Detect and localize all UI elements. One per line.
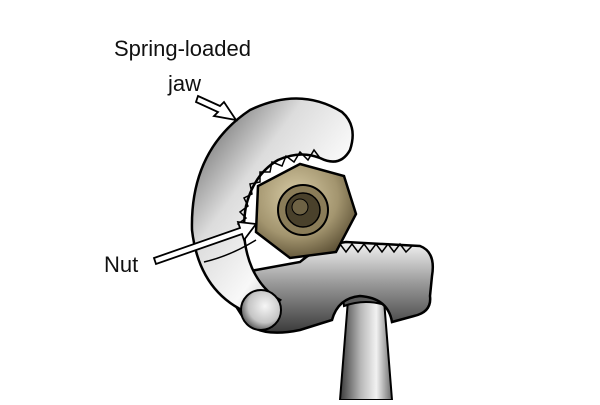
nut-label: Nut [104, 252, 139, 277]
hex-nut [254, 162, 358, 260]
nut-arrow [152, 220, 258, 266]
spring-loaded-label: Spring-loaded [114, 36, 251, 61]
jaw-arrow [194, 94, 238, 122]
pivot-pin [240, 289, 282, 331]
jaw-label: jaw [168, 71, 202, 96]
